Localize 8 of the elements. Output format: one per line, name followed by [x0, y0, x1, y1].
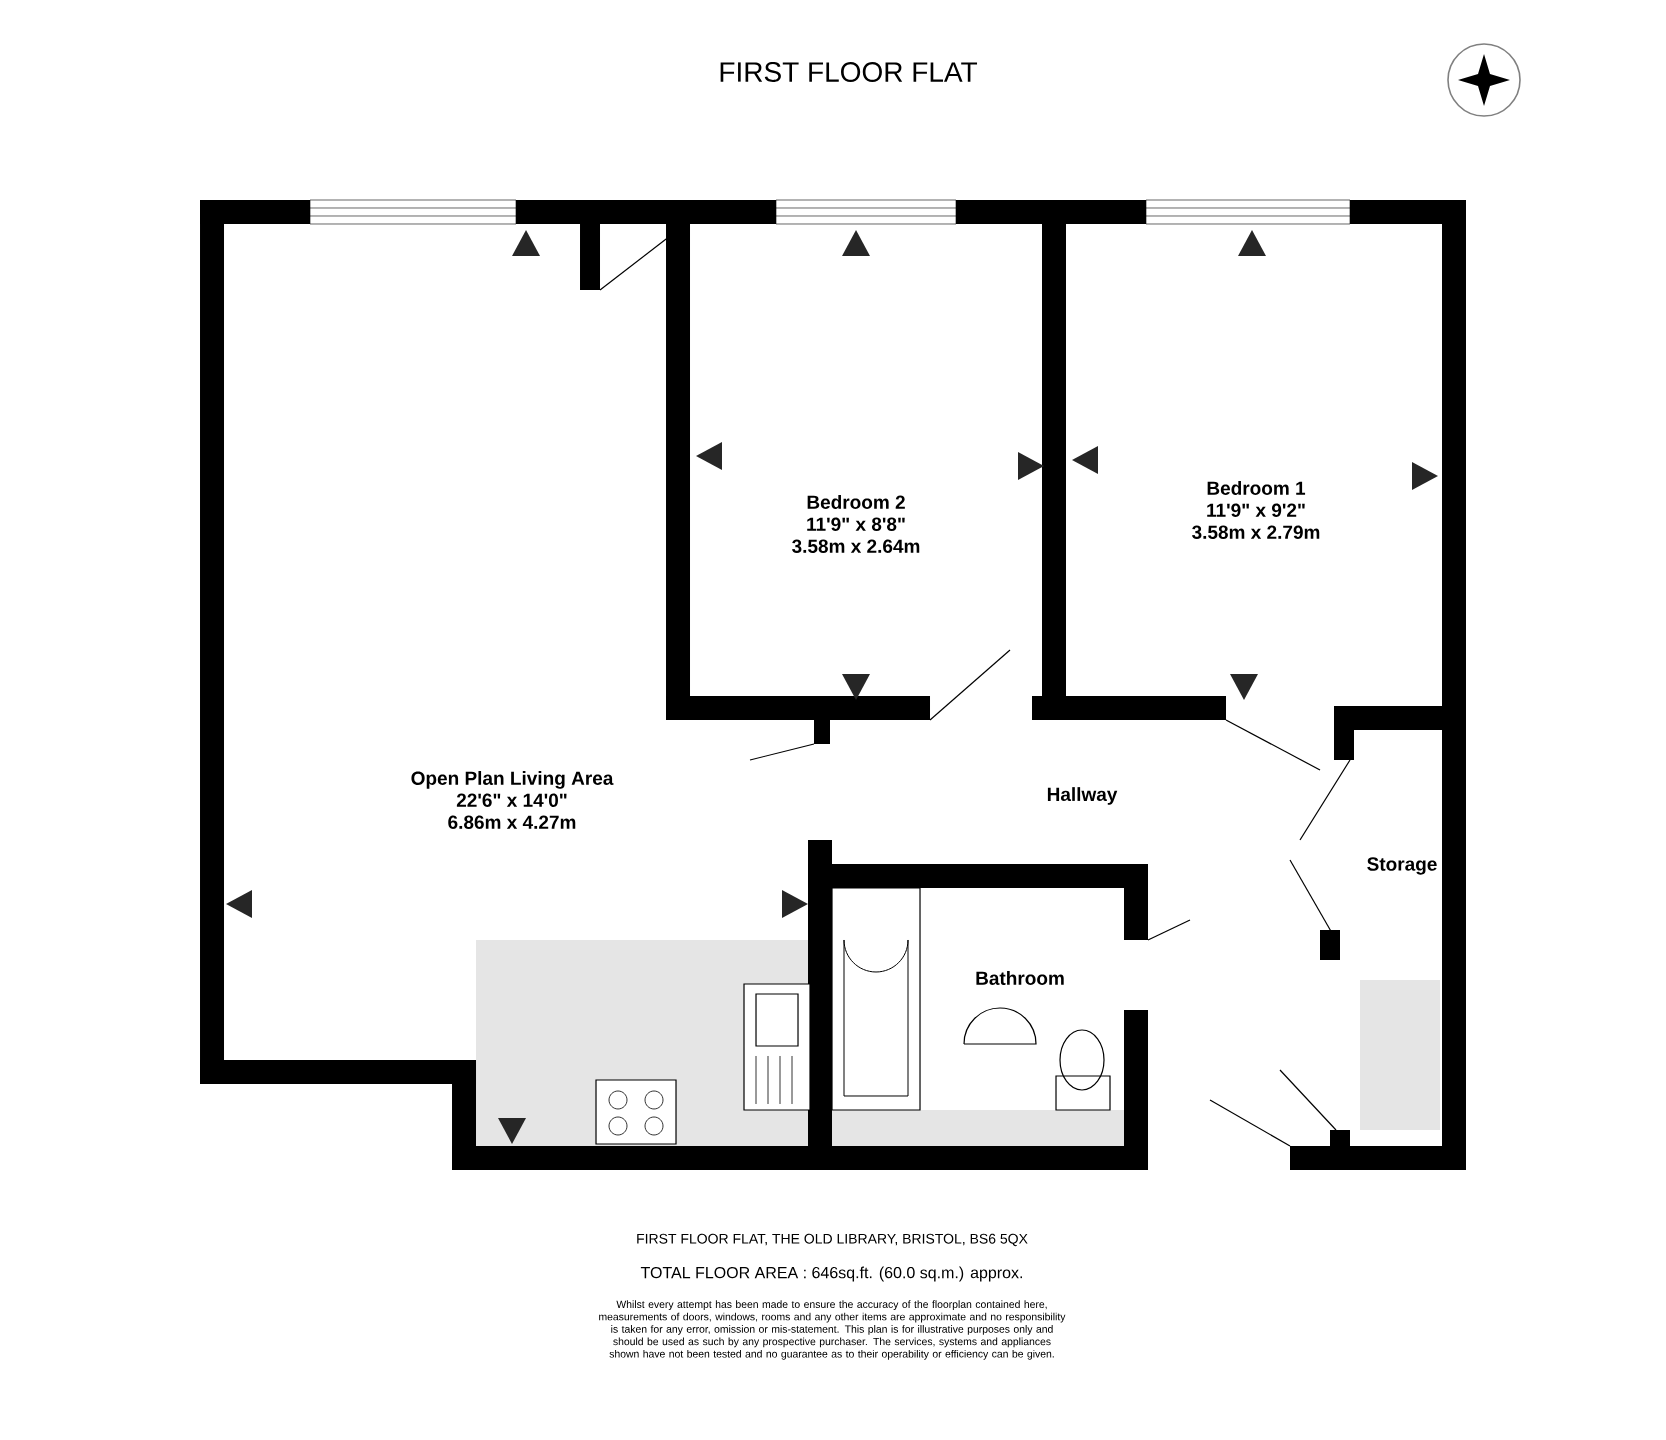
title: FIRST FLOOR FLAT [720, 62, 978, 82]
room-label: Hallway [1047, 787, 1118, 805]
room-label: Bedroom 2 11'9" x 8'8" 3.58m x 2.64m [792, 495, 920, 553]
area-note: TOTAL FLOOR AREA : 646sq.ft. (60.0 sq.m.) approx. [640, 1266, 1022, 1282]
room-label: Bathroom [976, 971, 1064, 985]
room-label: Bedroom 1 11'9" x 9'2" 3.58m x 2.79m [1192, 481, 1320, 539]
room-label: Open Plan Living Area 22'6" x 14'0" 6.86m x 4.27m [411, 771, 614, 829]
room-label: Storage [1367, 857, 1437, 875]
